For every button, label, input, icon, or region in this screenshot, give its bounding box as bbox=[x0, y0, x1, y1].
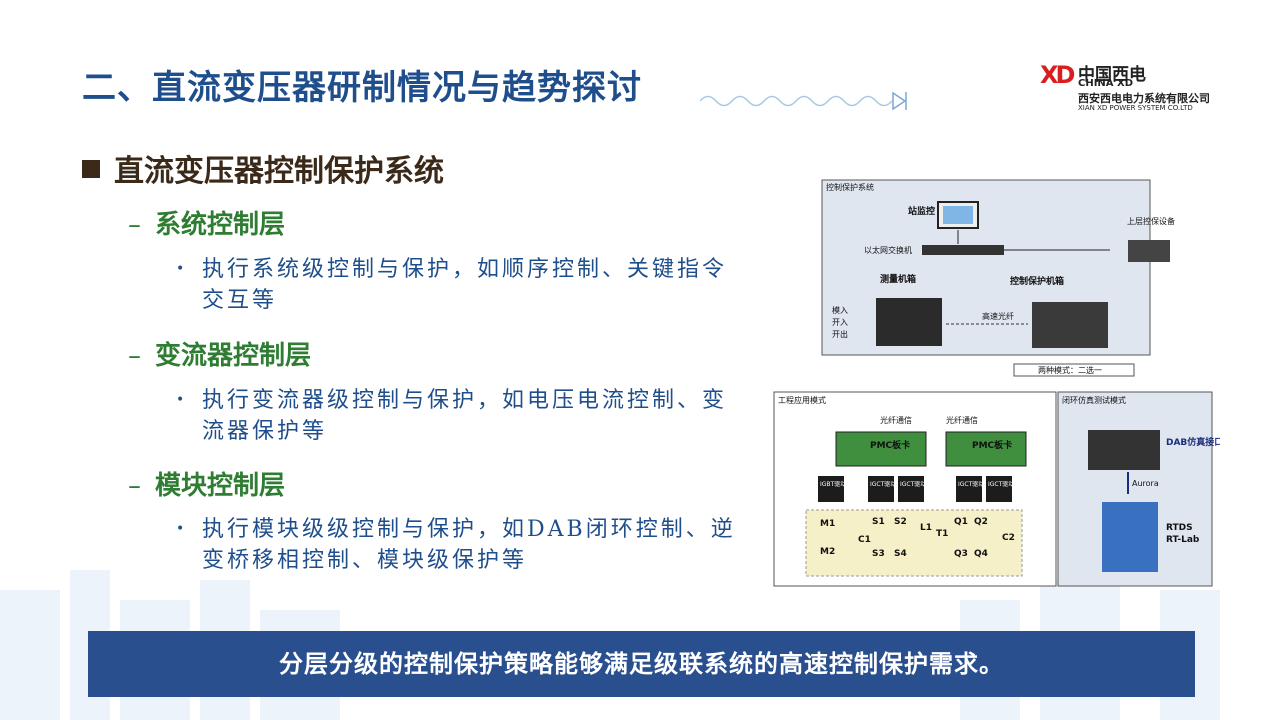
measure-chassis-icon bbox=[876, 298, 942, 346]
igct-label: IGCT驱动 bbox=[958, 481, 984, 488]
dash-icon: – bbox=[128, 341, 141, 371]
level-label: 变流器控制层 bbox=[155, 341, 312, 371]
component-label: Q1 bbox=[954, 517, 968, 527]
component-label: Q2 bbox=[974, 517, 988, 527]
level-label: 系统控制层 bbox=[155, 210, 286, 240]
component-label: L1 bbox=[920, 523, 932, 533]
component-label: Q4 bbox=[974, 549, 988, 559]
level-item-module: –模块控制层 bbox=[128, 465, 285, 502]
mode-select-box bbox=[1013, 363, 1135, 377]
component-label: Q3 bbox=[954, 549, 968, 559]
pmc-label: PMC板卡 bbox=[870, 439, 910, 451]
level-item-converter: –变流器控制层 bbox=[128, 335, 311, 372]
component-label: S2 bbox=[894, 517, 907, 527]
company-en: XIAN XD POWER SYSTEM CO.LTD bbox=[1078, 104, 1193, 112]
eng-mode-label: 工程应用模式 bbox=[778, 395, 826, 405]
page-title: 二、直流变压器研制情况与趋势探讨 bbox=[82, 68, 642, 108]
igct-driver-icon bbox=[986, 476, 1012, 502]
rtds-label: RTDS bbox=[1166, 523, 1193, 533]
system-box-label: 控制保护系统 bbox=[826, 182, 874, 192]
switch-icon bbox=[922, 245, 1004, 255]
component-label: S3 bbox=[872, 549, 885, 559]
section-heading: 直流变压器控制保护系统 bbox=[82, 146, 444, 190]
ctrl-chassis-icon bbox=[1032, 302, 1108, 348]
component-label: M1 bbox=[820, 519, 835, 529]
igbt-driver-icon bbox=[818, 476, 844, 502]
pmc-board-icon bbox=[945, 431, 1027, 467]
level-detail-text: 执行变流器级控制与保护，如电压电流控制、变流器保护等 bbox=[202, 388, 728, 444]
dab-interface-icon bbox=[1088, 430, 1160, 470]
circuit-area bbox=[805, 509, 1023, 577]
upper-device-icon bbox=[1128, 240, 1170, 262]
pmc-board-icon bbox=[835, 431, 927, 467]
aurora-label: Aurora bbox=[1132, 479, 1159, 488]
fiber-comm-label: 光纤通信 bbox=[880, 415, 912, 425]
input-label: 开出 bbox=[832, 329, 848, 339]
dab-interface-label: DAB仿真接口装置 bbox=[1166, 436, 1220, 448]
diagram-svg: 控制保护系统 站监控 以太网交换机 上层控保设备 测量机箱 控制保护机箱 高速光… bbox=[773, 179, 1220, 587]
mode-select-label: 两种模式：二选一 bbox=[1038, 365, 1102, 375]
level-detail-system: • 执行系统级控制与保护，如顺序控制、关键指令交互等 bbox=[176, 254, 736, 316]
pmc-label: PMC板卡 bbox=[972, 439, 1012, 451]
level-item-system: –系统控制层 bbox=[128, 204, 285, 241]
dash-icon: – bbox=[128, 210, 141, 240]
bullet-icon: • bbox=[176, 521, 188, 537]
level-label: 模块控制层 bbox=[155, 471, 286, 501]
upper-device-label: 上层控保设备 bbox=[1127, 216, 1175, 226]
level-detail-text: 执行系统级控制与保护，如顺序控制、关键指令交互等 bbox=[202, 257, 728, 313]
rtds-rack-icon bbox=[1102, 502, 1158, 572]
company-cn: 西安西电电力系统有限公司 bbox=[1078, 92, 1210, 105]
company-logo: XD 中国西电 CHINA XD 西安西电电力系统有限公司 XIAN XD PO… bbox=[1040, 58, 1220, 118]
switch-label: 以太网交换机 bbox=[864, 245, 912, 255]
component-label: C1 bbox=[858, 535, 871, 545]
igct-driver-icon bbox=[956, 476, 982, 502]
brand-en: CHINA XD bbox=[1078, 78, 1134, 89]
level-detail-converter: • 执行变流器级控制与保护，如电压电流控制、变流器保护等 bbox=[176, 385, 736, 447]
rtlab-label: RT-Lab bbox=[1166, 535, 1200, 545]
component-label: S1 bbox=[872, 517, 885, 527]
ctrl-label: 控制保护机箱 bbox=[1010, 275, 1064, 287]
igct-label: IGCT驱动 bbox=[900, 481, 926, 488]
component-label: M2 bbox=[820, 547, 835, 557]
igct-driver-icon bbox=[898, 476, 924, 502]
component-label: S4 bbox=[894, 549, 907, 559]
monitor-screen bbox=[943, 206, 973, 224]
measure-label: 测量机箱 bbox=[880, 273, 916, 285]
component-label: C2 bbox=[1002, 533, 1015, 543]
control-system-diagram: 控制保护系统 站监控 以太网交换机 上层控保设备 测量机箱 控制保护机箱 高速光… bbox=[770, 178, 1220, 590]
igct-driver-icon bbox=[868, 476, 894, 502]
xd-logo-icon: XD bbox=[1040, 61, 1075, 89]
brand-cn: 中国西电 bbox=[1078, 65, 1146, 85]
fiber-comm-label: 光纤通信 bbox=[946, 415, 978, 425]
square-bullet-icon bbox=[82, 160, 100, 178]
conclusion-banner: 分层分级的控制保护策略能够满足级联系统的高速控制保护需求。 bbox=[88, 631, 1195, 697]
bullet-icon: • bbox=[176, 392, 188, 408]
igct-label: IGCT驱动 bbox=[870, 481, 896, 488]
monitor-label: 站监控 bbox=[908, 205, 935, 217]
input-label: 开入 bbox=[832, 318, 848, 327]
bullet-icon: • bbox=[176, 261, 188, 277]
level-detail-module: • 执行模块级级控制与保护，如DAB闭环控制、逆变桥移相控制、模块级保护等 bbox=[176, 514, 736, 576]
input-label: 模入 bbox=[832, 305, 848, 315]
level-detail-text: 执行模块级级控制与保护，如DAB闭环控制、逆变桥移相控制、模块级保护等 bbox=[202, 517, 736, 573]
section-heading-text: 直流变压器控制保护系统 bbox=[114, 154, 444, 189]
igct-label: IGCT驱动 bbox=[988, 481, 1014, 488]
fiber-label: 高速光纤 bbox=[982, 311, 1014, 321]
wave-decoration bbox=[700, 91, 907, 111]
igbt-label: IGBT驱动 bbox=[820, 481, 846, 488]
sim-mode-label: 闭环仿真测试模式 bbox=[1062, 395, 1126, 405]
component-label: T1 bbox=[936, 529, 948, 539]
dash-icon: – bbox=[128, 471, 141, 501]
